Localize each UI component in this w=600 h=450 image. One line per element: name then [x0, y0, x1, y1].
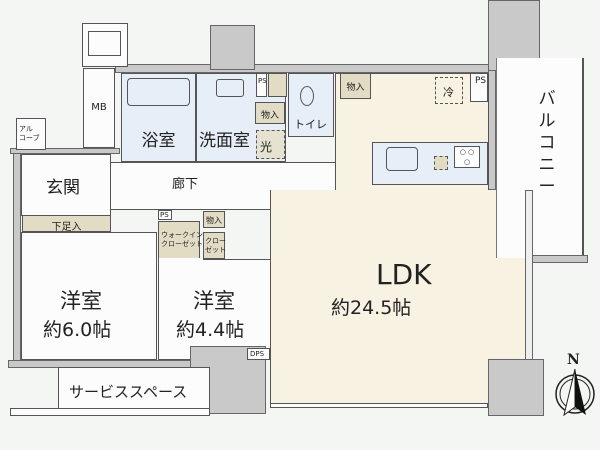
ldk-size: 約24.5帖 — [331, 297, 412, 319]
dishwasher-icon — [434, 156, 448, 170]
dps: DPS — [247, 348, 270, 360]
washroom-label: 洗面室 — [199, 131, 250, 151]
ps-wash: PS — [256, 73, 267, 97]
washer-label: 光 — [260, 140, 273, 154]
alcove: アル コーブ — [16, 118, 46, 150]
western-room-1: 洋室 約6.0帖 — [21, 232, 157, 360]
toilet: トイレ — [288, 73, 334, 137]
pillar-top-center — [210, 25, 255, 70]
storage-top-tan — [268, 73, 287, 97]
storage-ldk-label: 物入 — [346, 83, 365, 93]
ldk-right-wall — [525, 190, 533, 360]
closet: クロー ゼット — [203, 232, 226, 259]
closet-label: クロー ゼット — [205, 237, 226, 254]
meter-box: MB — [83, 68, 115, 148]
meter-box-top — [82, 23, 128, 67]
fridge-label: 冷 — [443, 86, 454, 99]
toilet-label: トイレ — [294, 118, 327, 131]
service-space-ledge — [10, 408, 210, 416]
bathroom: 浴室 — [121, 73, 196, 162]
ldk-label: LDK — [376, 258, 432, 291]
ldk-bottom-window — [270, 403, 488, 408]
storage-wash: 物入 — [255, 102, 285, 124]
balcony-label: バルコニー — [538, 89, 556, 197]
walk-in-closet-label: ウォークイン クローゼット — [161, 231, 203, 248]
shoe-storage-label: 下足入 — [51, 222, 82, 233]
mb-label: MB — [91, 102, 107, 113]
western-room-2-upper — [159, 258, 203, 261]
shoe-storage: 下足入 — [22, 215, 111, 233]
wall-top — [115, 64, 495, 73]
western-room-2-label: 洋室 — [193, 289, 235, 313]
pillar-bottom-right — [488, 359, 544, 416]
kitchen-counter: ○ ○○ — [372, 142, 488, 185]
ps-kitchen: PS — [470, 73, 488, 102]
storage-hall-label: 物入 — [206, 216, 222, 225]
ps-hall: PS — [158, 210, 172, 220]
storage-ldk: 物入 — [340, 73, 371, 99]
western-room-2-size: 約4.4帖 — [176, 319, 245, 341]
service-space-label: サービススペース — [69, 383, 188, 401]
balcony: バルコニー — [496, 58, 584, 258]
compass-north-label: N — [567, 352, 580, 368]
ps-kitchen-label: PS — [475, 76, 487, 86]
washer-space: 光 — [256, 130, 285, 159]
stove-icon: ○ ○○ — [454, 146, 480, 168]
storage-wash-label: 物入 — [260, 111, 279, 121]
dps-label: DPS — [250, 350, 265, 358]
entrance: 玄関 — [21, 154, 111, 216]
ps-label: PS — [258, 77, 267, 85]
ldk-joint — [336, 185, 488, 195]
storage-hall: 物入 — [203, 211, 225, 228]
alcove-label: アル コーブ — [19, 125, 40, 142]
wall-kitchen-right — [488, 70, 496, 190]
western-room-2: 洋室 約4.4帖 — [158, 259, 271, 360]
sink-icon — [386, 147, 418, 171]
balcony-bottom-wall — [528, 255, 588, 263]
western-room-1-label: 洋室 — [60, 289, 102, 313]
western-room-1-size: 約6.0帖 — [43, 319, 112, 341]
walk-in-closet: ウォークイン クローゼット — [158, 221, 203, 259]
ps-hall-label: PS — [160, 211, 169, 219]
wall-entrance-top — [10, 148, 120, 154]
compass-needle-icon — [555, 368, 595, 417]
wall-left — [13, 148, 21, 363]
service-space: サービススペース — [58, 367, 210, 409]
fridge-space: 冷 — [435, 77, 463, 104]
north-compass: N — [553, 352, 597, 418]
bathroom-label: 浴室 — [141, 131, 176, 151]
entrance-label: 玄関 — [46, 178, 80, 198]
hallway-label: 廊下 — [172, 177, 199, 192]
ldk: LDK 約24.5帖 — [270, 190, 528, 405]
